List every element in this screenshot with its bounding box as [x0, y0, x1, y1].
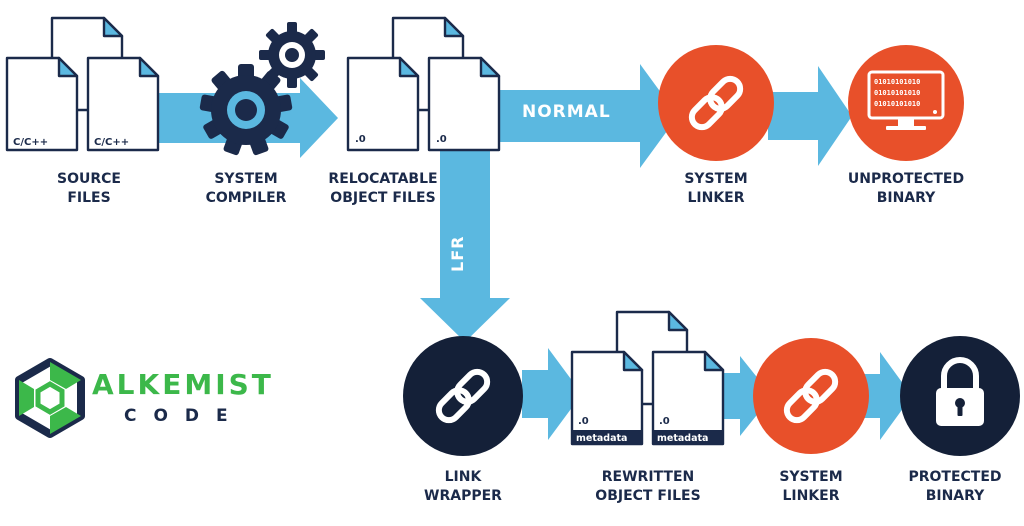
brand-sub: CODE: [124, 406, 245, 426]
arrow-normal: [490, 64, 678, 168]
binary-line-3: 01010101010: [874, 100, 920, 108]
object-doc-label-1: .0: [355, 134, 366, 145]
binary-line-1: 01010101010: [874, 78, 920, 86]
label-relocatable-object-files: RELOCATABLE OBJECT FILES: [328, 171, 438, 206]
arrow-lfr: [420, 150, 510, 342]
rewritten-doc-label-1: .0: [578, 416, 589, 427]
label-rewritten-object-files: REWRITTEN OBJECT FILES: [595, 469, 701, 504]
system-linker-bottom-icon: [753, 338, 869, 454]
link-wrapper-icon: [403, 336, 523, 456]
arrow-link-bottom: [856, 352, 912, 440]
relocatable-object-files-icon: .0 .0: [346, 16, 501, 152]
metadata-label-2: metadata: [657, 433, 708, 444]
label-protected-binary: PROTECTED BINARY: [908, 469, 1002, 504]
arrow-link-top: [768, 66, 852, 166]
flow-label-lfr: LFR: [448, 235, 467, 272]
source-doc-label-2: C/C++: [94, 137, 129, 148]
rewritten-doc-label-2: .0: [659, 416, 670, 427]
flow-arrows: [150, 64, 912, 440]
metadata-label-1: metadata: [576, 433, 627, 444]
hexagon-cube-logo: [15, 358, 85, 438]
system-linker-top-icon: [658, 45, 774, 161]
brand-name: ALKEMIST: [92, 368, 274, 401]
arrow-wrapper: [522, 348, 582, 440]
binary-line-2: 01010101010: [874, 89, 920, 97]
label-link-wrapper: LINK WRAPPER: [424, 469, 502, 504]
object-doc-label-2: .0: [436, 134, 447, 145]
padlock-icon: [900, 336, 1020, 456]
label-unprotected-binary: UNPROTECTED BINARY: [847, 171, 965, 206]
label-system-linker-bottom: SYSTEM LINKER: [779, 469, 843, 504]
source-doc-label-1: C/C++: [13, 137, 48, 148]
arrow-rewritten: [720, 356, 772, 436]
label-system-linker-top: SYSTEM LINKER: [684, 171, 748, 206]
monitor-icon: 01010101010 01010101010 01010101010: [848, 45, 964, 161]
rewritten-object-files-icon: .0 .0 metadata metadata: [570, 310, 725, 446]
label-system-compiler: SYSTEM COMPILER: [205, 171, 287, 206]
source-files-icon: C/C++ C/C++: [5, 16, 160, 152]
flow-label-normal: NORMAL: [522, 102, 611, 122]
gear-icon: [199, 22, 325, 156]
label-source-files: SOURCE FILES: [57, 171, 121, 206]
